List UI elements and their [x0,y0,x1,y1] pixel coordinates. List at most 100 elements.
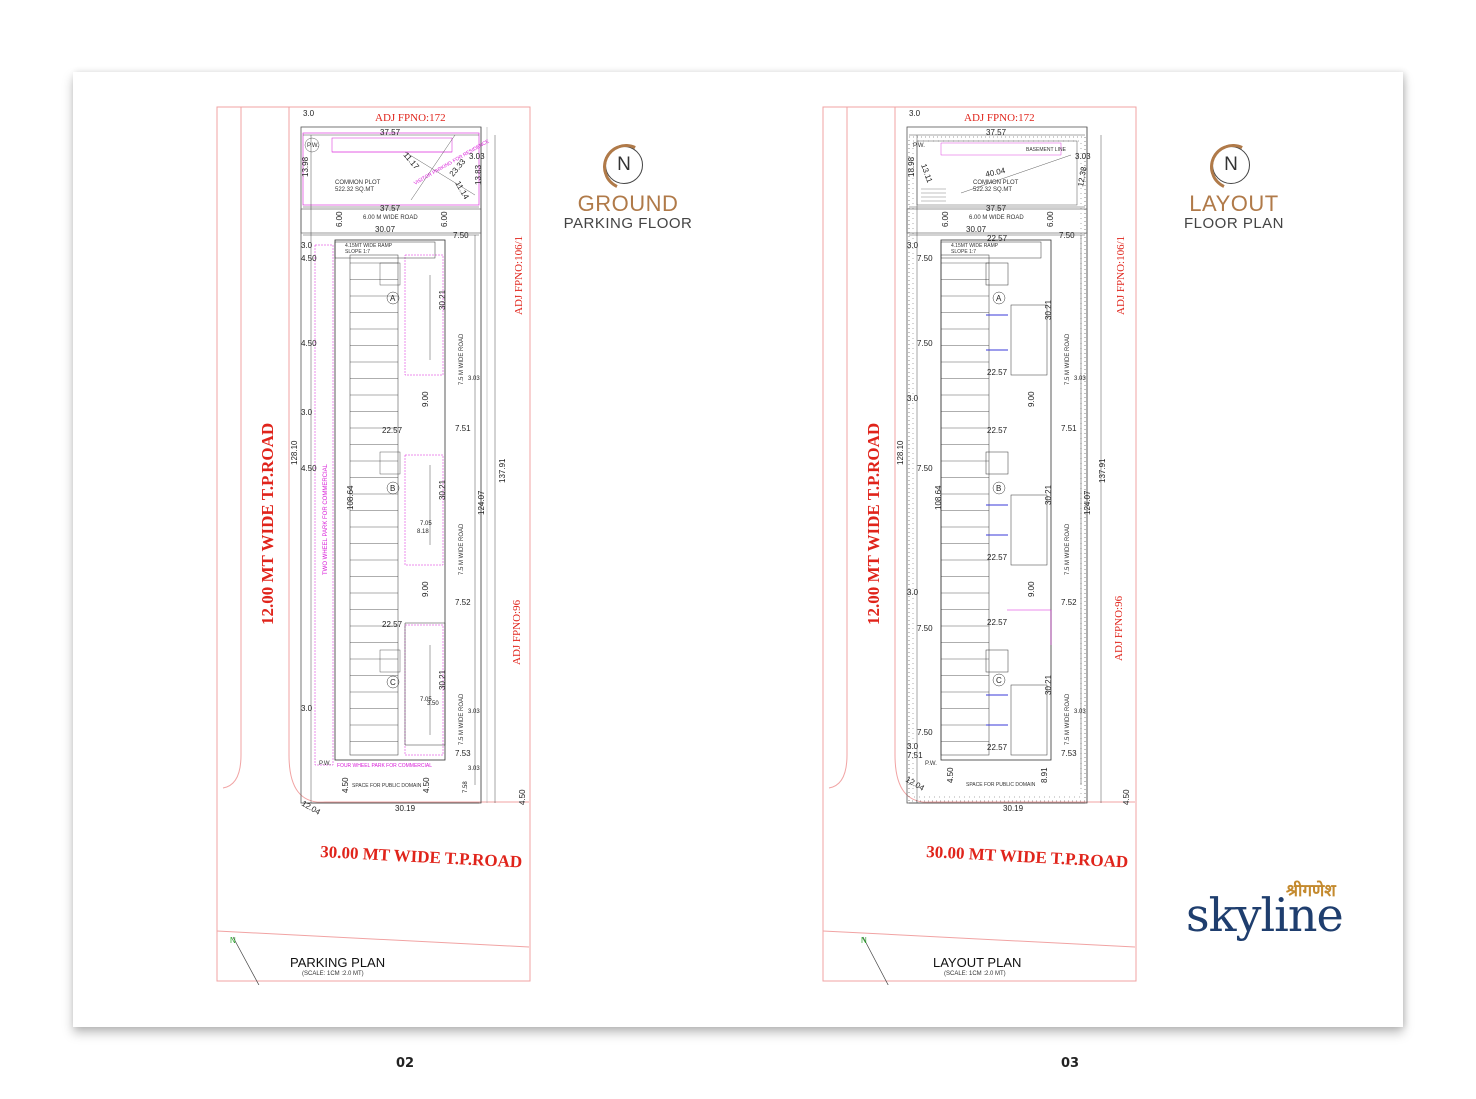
compass-icon: N [1203,137,1263,197]
common-plot-label: COMMON PLOT [335,180,381,186]
dim-label: 22.57 [987,618,1008,627]
adj-right-bottom-label: ADJ FPNO:96 [1113,595,1125,661]
dim-label: 18.98 [907,156,916,177]
dim-label: 3.0 [907,394,919,403]
dim-label: 3.03 [468,709,480,715]
dim-label: 6.00 [440,211,449,227]
dim-label: 4.50 [301,464,317,473]
dim-label: 3.0 [907,588,919,597]
side-road-label: 7.5 M WIDE ROAD [459,523,465,575]
page-heading: LAYOUT FLOOR PLAN [1154,193,1314,233]
dim-label: 30.21 [438,479,447,500]
dim-label: 9.00 [421,391,430,407]
dim-label: 7.51 [455,424,471,433]
skyline-logo: श्रीगणेश skyline [1186,878,1356,958]
side-road-label: 7.5 M WIDE ROAD [1065,523,1071,575]
dim-label: 7.05 [420,521,432,527]
side-road-label: 7.5 M WIDE ROAD [1065,693,1071,745]
dim-label: 11.14 [453,180,471,202]
dim-label: 22.57 [987,234,1008,243]
dim-label: 4.50 [301,254,317,263]
dim-label: 7.50 [917,254,933,263]
adj-right-top-label: ADJ FPNO:106/1 [513,236,525,315]
dim-label: 37.57 [986,204,1007,213]
dim-label: 3.0 [301,241,313,250]
dim-label: 7.51 [907,751,923,760]
dim-label: 6.00 [941,211,950,227]
dim-label: 22.57 [987,426,1008,435]
common-plot-label: COMMON PLOT [973,180,1019,186]
dim-label: 4.50 [518,789,527,805]
ramp-slope-label: SLOPE 1:7 [345,249,370,255]
dim-label: 22.57 [987,743,1008,752]
dim-label: 7.53 [1061,749,1077,758]
dim-label: 30.07 [375,225,396,234]
dim-label: 12.38 [1076,166,1088,188]
block-b-label: B [390,484,395,493]
dim-label: 7.50 [917,624,933,633]
dim-label: 30.19 [395,804,416,813]
dim-label: 22.57 [382,426,403,435]
bottom-road-label: 30.00 MT WIDE T.P.ROAD [926,842,1129,872]
four-wheel-label: FOUR WHEEL PARK FOR COMMERCIAL [337,763,432,769]
dim-label: 108.64 [934,485,943,510]
dim-label: 4.50 [301,339,317,348]
public-domain-label: SPACE FOR PUBLIC DOMAIN [966,782,1036,788]
dim-label: 7.50 [917,728,933,737]
pw-label: P.W. [925,761,937,767]
dim-label: 124.07 [477,490,486,515]
plan-scale: (SCALE: 1CM :2.0 MT) [302,971,364,977]
dim-label: 9.00 [1027,391,1036,407]
left-road-label: 12.00 MT WIDE T.P.ROAD [864,423,883,625]
dim-label: 30.21 [1044,484,1053,505]
adj-top-label: ADJ FPNO:172 [375,112,446,124]
dim-label: 3.03 [1074,376,1086,382]
dim-label: 7.50 [917,464,933,473]
heading-line2: FLOOR PLAN [1183,215,1285,232]
dim-label: 9.00 [421,581,430,597]
dim-label: 13.11 [919,163,934,185]
dim-label: 6.00 [1046,211,1055,227]
inner-road-label: 6.00 M WIDE ROAD [363,215,418,221]
public-domain-label: SPACE FOR PUBLIC DOMAIN [352,783,422,789]
dim-label: 124.07 [1083,490,1092,515]
dim-label: 8.18 [417,529,429,535]
dim-label: 3.0 [909,109,921,118]
common-plot-area: 522.32 SQ.MT [335,187,374,193]
dim-label: 4.50 [341,777,350,793]
plan-scale: (SCALE: 1CM :2.0 MT) [944,971,1006,977]
block-c-label: C [390,678,396,687]
basement-line-label: BASEMENT LINE [1026,147,1067,153]
page-heading: GROUND PARKING FLOOR [548,193,708,233]
dim-label: 13.98 [301,156,310,177]
svg-text:N: N [861,936,867,945]
heading-line2: PARKING FLOOR [563,215,693,232]
dim-label: 3.0 [303,109,315,118]
plan-title: LAYOUT PLAN [933,955,1021,970]
parking-plan-drawing: A B C ADJ FPNO:172 ADJ FPNO:106/1 ADJ FP… [215,105,533,985]
dim-label: 3.03 [1075,152,1091,161]
dim-label: 7.53 [455,749,471,758]
logo-word: skyline [1186,888,1344,942]
compass-icon: N [596,137,656,197]
dim-label: 3.0 [301,408,313,417]
dim-label: 37.57 [380,204,401,213]
dim-label: 3.03 [468,766,480,772]
dim-label: 3.03 [469,152,485,161]
ramp-label: 4.15MT WIDE RAMP [951,243,999,249]
dim-label: 128.10 [290,440,299,465]
pw-label: P.W. [913,143,925,149]
dim-label: 37.57 [380,128,401,137]
dim-label: 7.50 [917,339,933,348]
block-b-label: B [996,484,1001,493]
dim-label: 137.91 [498,458,507,483]
heading-line1: LAYOUT [1189,191,1279,216]
dim-label: 108.64 [346,485,355,510]
dim-label: 3.0 [301,704,313,713]
left-road-label: 12.00 MT WIDE T.P.ROAD [258,423,277,625]
dim-label: 6.00 [335,211,344,227]
dim-label: 4.50 [1122,789,1131,805]
dim-label: 7.58 [463,781,469,793]
side-road-label: 7.5 M WIDE ROAD [459,333,465,385]
logo-hindi-text: श्रीगणेश [1286,881,1336,901]
